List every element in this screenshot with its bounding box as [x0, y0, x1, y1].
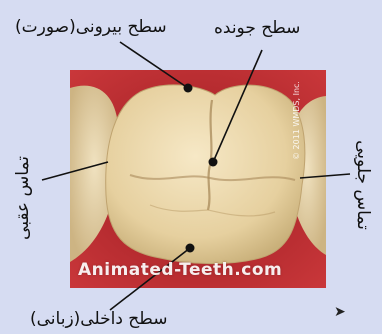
label-mesial-contact: تماس جلویی	[353, 140, 373, 230]
label-lingual-surface: سطح داخلی(زبانی)	[30, 309, 167, 329]
watermark-text: Animated-Teeth.com	[78, 260, 282, 280]
label-facial-surface: سطح بیرونی(صورت)	[15, 17, 167, 37]
molar-tooth	[106, 85, 305, 264]
label-distal-contact: تماس عقبی	[13, 153, 33, 243]
marker-occlusal	[209, 158, 218, 167]
marker-facial	[184, 84, 193, 93]
arrow-right-icon[interactable]: ➤	[334, 305, 346, 319]
marker-lingual	[186, 244, 195, 253]
label-occlusal-surface: سطح جونده	[214, 18, 300, 38]
copyright-text: © 2011 WMDS, Inc.	[292, 81, 301, 160]
